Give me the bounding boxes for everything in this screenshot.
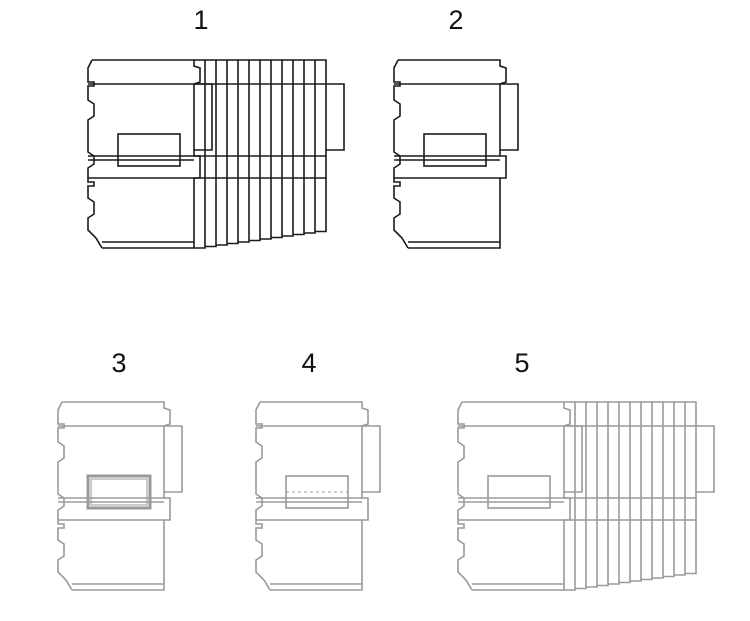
housing-body-outline (62, 401, 171, 591)
housing-body-outline (398, 59, 507, 249)
housing-left-profile (255, 401, 271, 591)
stacked-module-slat (663, 401, 675, 578)
connector-figure-1 (87, 59, 345, 249)
stacked-module-slat (630, 401, 642, 582)
figure-label-5: 5 (514, 348, 529, 378)
label-window (86, 474, 152, 510)
housing-side-latch (564, 425, 583, 493)
stacked-module-slat (216, 59, 228, 246)
stacked-module-slat (238, 59, 250, 243)
connector-figure-2 (393, 59, 519, 249)
stacked-module-slat (608, 401, 620, 585)
stacked-module-slat (271, 59, 283, 239)
stacked-module-slat (641, 401, 653, 581)
stacked-module-slat (575, 401, 587, 590)
stacked-module-slat (293, 59, 305, 236)
stacked-module-slat (685, 401, 697, 575)
stacked-module-slat (205, 59, 217, 248)
stacked-module-end-latch (326, 83, 345, 151)
stacked-module-slat (586, 401, 598, 588)
label-window (423, 133, 487, 167)
stacked-module-slat (674, 401, 686, 576)
housing-side-latch (194, 83, 213, 151)
stacked-module-slat (282, 59, 294, 237)
figure-label-2: 2 (448, 5, 463, 35)
connector-figure-3 (57, 401, 183, 591)
housing-left-profile (457, 401, 473, 591)
stacked-module-slat (597, 401, 609, 587)
figure-label-4: 4 (301, 348, 316, 378)
stacked-module-slat (227, 59, 239, 245)
housing-side-latch (500, 83, 519, 151)
connector-figure-5 (457, 401, 715, 591)
connector-figure-4 (255, 401, 381, 591)
housing-side-latch (164, 425, 183, 493)
housing-left-profile (393, 59, 409, 249)
label-window (487, 475, 551, 509)
stacked-module-slat (194, 59, 206, 249)
stacked-module-slat (619, 401, 631, 584)
housing-left-profile (57, 401, 73, 591)
housing-side-latch (362, 425, 381, 493)
stacked-module-slat (652, 401, 664, 579)
label-window (117, 133, 181, 167)
housing-body-outline (92, 59, 201, 249)
stacked-module-slat (304, 59, 316, 234)
figure-label-1: 1 (193, 5, 208, 35)
figure-label-3: 3 (111, 348, 126, 378)
stacked-module-slat (564, 401, 576, 591)
stacked-module-slat (260, 59, 272, 240)
stacked-module-slat (249, 59, 261, 242)
housing-body-outline (260, 401, 369, 591)
housing-left-profile (87, 59, 103, 249)
stacked-module-slat (315, 59, 327, 233)
housing-body-outline (462, 401, 571, 591)
stacked-module-end-latch (696, 425, 715, 493)
label-window-inner (90, 478, 148, 506)
